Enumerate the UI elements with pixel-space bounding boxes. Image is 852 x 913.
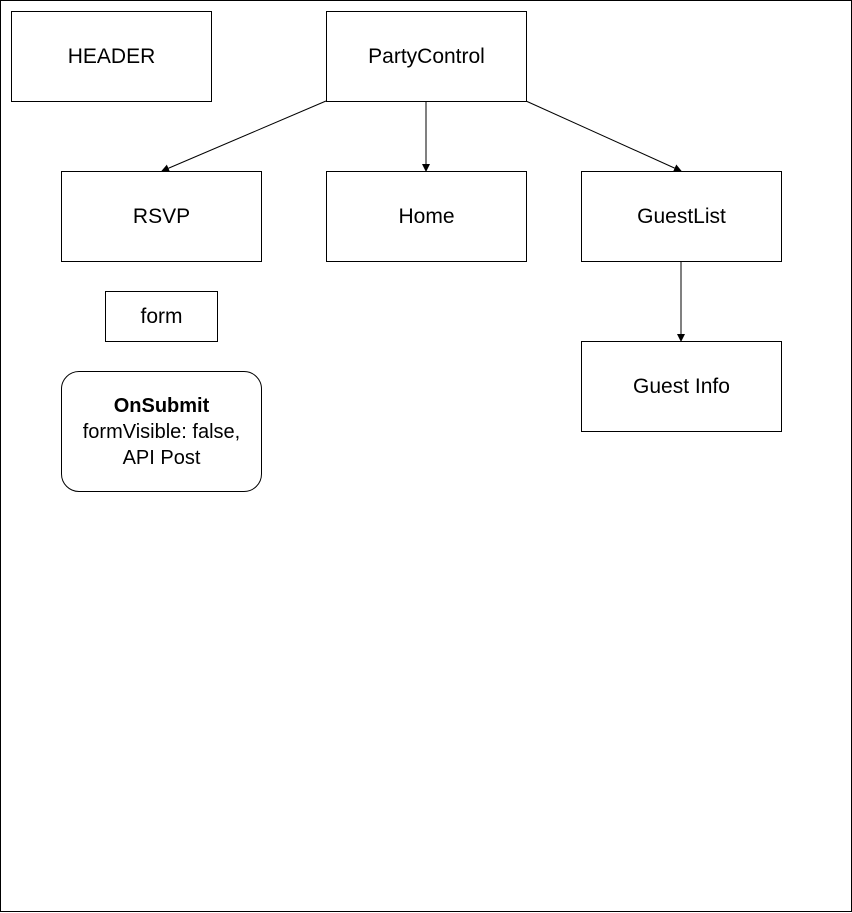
partycontrol-node-label: PartyControl (368, 44, 485, 68)
rsvp-node-label: RSVP (132, 204, 191, 228)
guestlist-node-label: GuestList (637, 204, 726, 228)
onsubmit-node-line2: API Post (122, 446, 201, 469)
guestlist-node[interactable]: GuestList (581, 171, 782, 262)
home-node-label: Home (398, 204, 455, 228)
home-node[interactable]: Home (326, 171, 527, 262)
rsvp-node[interactable]: RSVP (61, 171, 262, 262)
onsubmit-node-title: OnSubmit (113, 394, 210, 417)
form-node[interactable]: form (105, 291, 218, 342)
onsubmit-node-line1: formVisible: false, (82, 420, 241, 443)
guestinfo-node-label: Guest Info (633, 374, 730, 398)
onsubmit-node[interactable]: OnSubmit formVisible: false, API Post (61, 371, 262, 492)
header-node[interactable]: HEADER (11, 11, 212, 102)
edge-partycontrol-guestlist (525, 100, 682, 172)
header-node-label: HEADER (67, 44, 156, 68)
form-node-label: form (140, 304, 183, 328)
edge-partycontrol-rsvp (161, 100, 327, 172)
partycontrol-node[interactable]: PartyControl (326, 11, 527, 102)
guestinfo-node[interactable]: Guest Info (581, 341, 782, 432)
